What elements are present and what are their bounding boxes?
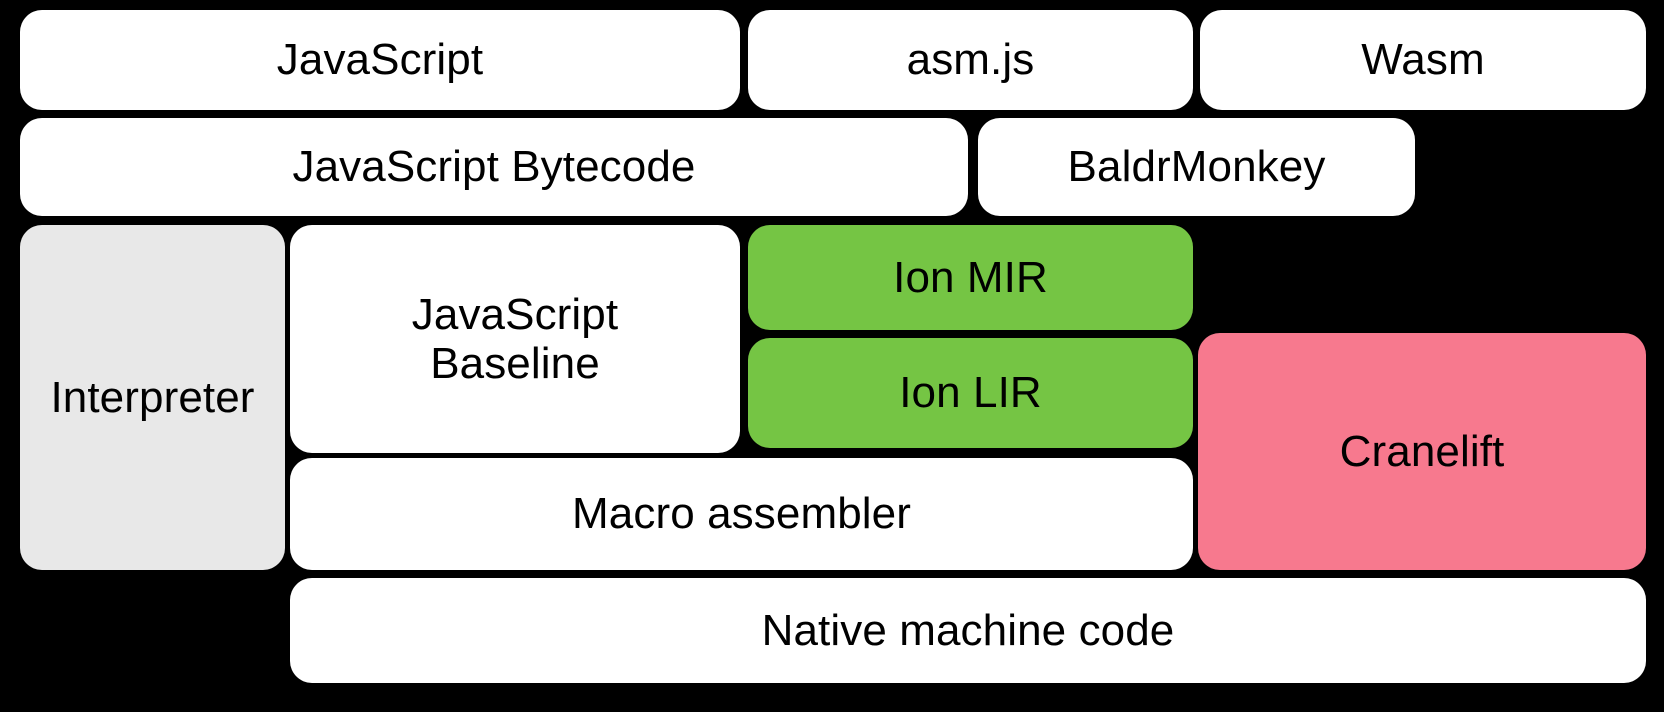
node-macro-assembler[interactable]: Macro assembler [290,458,1193,570]
node-baldrmonkey[interactable]: BaldrMonkey [978,118,1415,216]
node-ion-lir[interactable]: Ion LIR [748,338,1193,448]
node-asm-js[interactable]: asm.js [748,10,1193,110]
node-interpreter[interactable]: Interpreter [20,225,285,570]
node-native-machine-code[interactable]: Native machine code [290,578,1646,683]
node-cranelift[interactable]: Cranelift [1198,333,1646,570]
node-javascript-bytecode[interactable]: JavaScript Bytecode [20,118,968,216]
node-javascript[interactable]: JavaScript [20,10,740,110]
node-javascript-baseline[interactable]: JavaScript Baseline [290,225,740,453]
node-wasm[interactable]: Wasm [1200,10,1646,110]
node-ion-mir[interactable]: Ion MIR [748,225,1193,330]
